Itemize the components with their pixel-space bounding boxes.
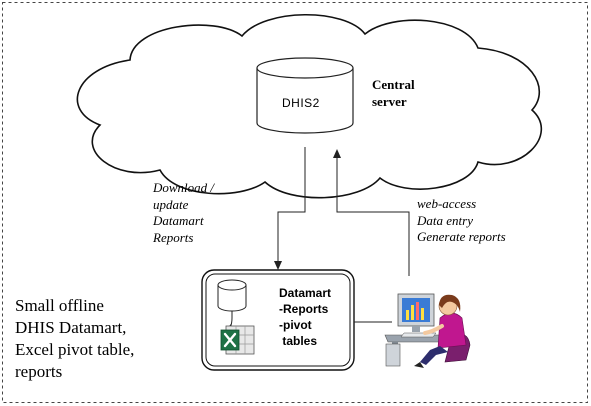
offline-description-line: DHIS Datamart,	[15, 318, 127, 337]
web-access-line: Data entry	[417, 212, 473, 228]
datamart-box-label: Datamart -Reports -pivot tables	[279, 285, 331, 349]
web-access-label: web-access Data entry Generate reports	[417, 196, 506, 246]
central-server-label: Central server	[372, 76, 415, 110]
datamart-line: Datamart	[279, 286, 332, 300]
web-access-line: Generate reports	[417, 229, 506, 244]
download-update-line: update	[153, 196, 189, 212]
datamart-box-inner-border	[205, 273, 351, 367]
excel-icon	[220, 325, 255, 355]
web-access-line: web-access	[417, 196, 477, 211]
dhis2-database-icon	[256, 57, 354, 134]
download-arrow	[274, 147, 306, 270]
computer-user-icon	[384, 293, 471, 368]
datamart-line: tables	[279, 334, 318, 348]
datamart-database-icon	[217, 279, 247, 312]
central-server-line: server	[372, 94, 407, 109]
download-update-label: Download / update Datamart Reports	[153, 180, 214, 246]
download-update-line: Download /	[153, 180, 215, 195]
central-server-line: Central	[372, 77, 415, 92]
dhis2-database-label: DHIS2	[282, 96, 320, 110]
offline-description-line: reports	[15, 362, 63, 381]
datamart-line: -pivot	[279, 318, 312, 332]
datamart-line: -Reports	[279, 302, 329, 316]
download-update-line: Datamart	[153, 213, 204, 228]
outer-dashed-frame	[2, 2, 588, 403]
offline-description-label: Small offline DHIS Datamart, Excel pivot…	[15, 295, 134, 383]
offline-description-line: Small offline	[15, 296, 104, 315]
download-update-line: Reports	[153, 229, 194, 245]
offline-description-line: Excel pivot table,	[15, 340, 135, 359]
web-access-arrow	[333, 149, 410, 276]
